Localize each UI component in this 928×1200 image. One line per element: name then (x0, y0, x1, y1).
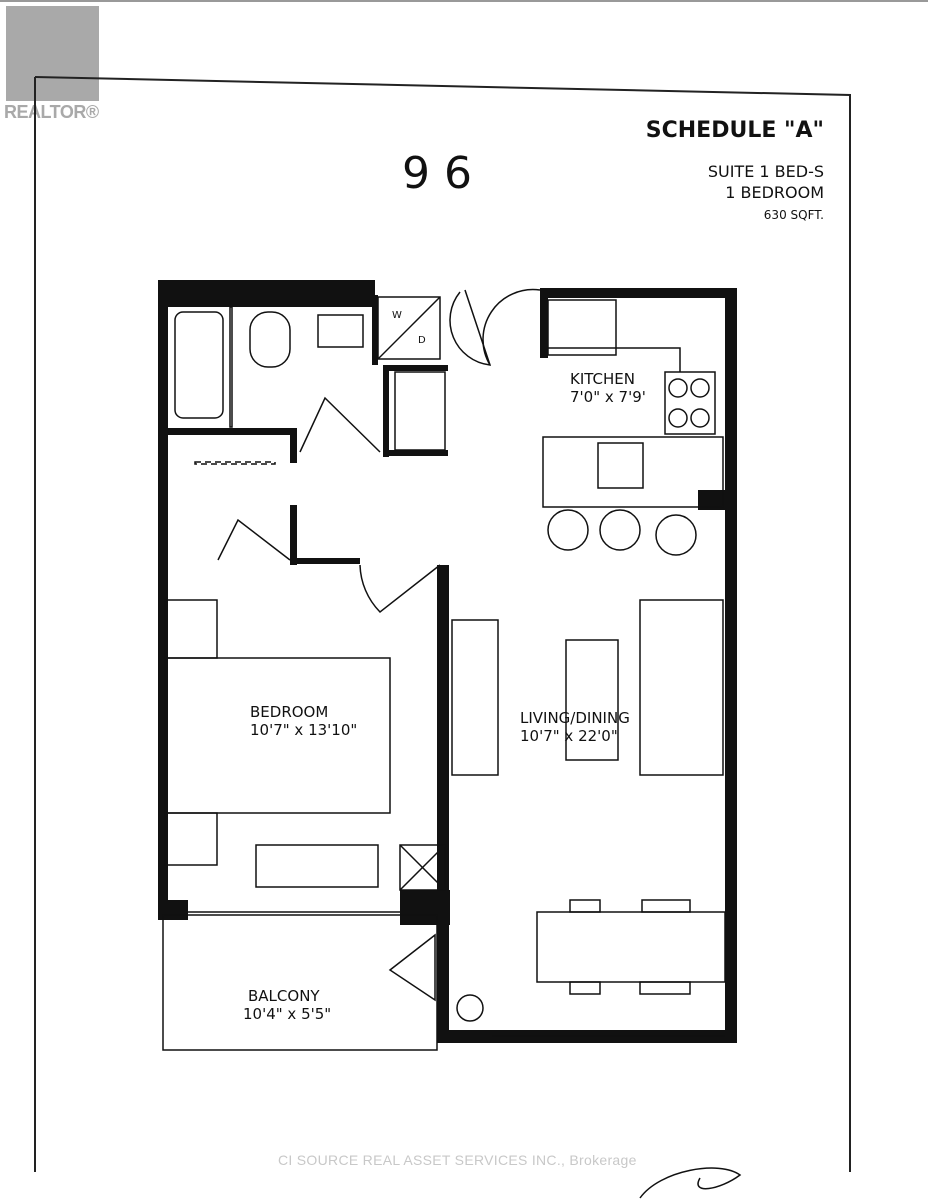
realtor-logo: REALTOR® (0, 0, 108, 128)
washer-dryer (377, 296, 441, 360)
bedroom-count: 1 BEDROOM (725, 183, 824, 202)
washer-label: W (392, 310, 402, 321)
kitchen-sink (597, 442, 644, 489)
balcony-label: BALCONY (248, 987, 320, 1005)
coffee-table (565, 639, 619, 761)
dryer-label: D (418, 335, 426, 346)
balcony-size: 10'4" x 5'5" (243, 1005, 331, 1023)
suite-area: 630 SQFT. (763, 208, 824, 222)
sofa (639, 599, 724, 776)
dresser (255, 844, 379, 888)
dining-table (536, 911, 726, 983)
signature (639, 1167, 742, 1199)
sheet-border (34, 76, 851, 1172)
bedroom-size: 10'7" x 13'10" (250, 721, 357, 739)
fixtures (162, 288, 726, 1051)
sink (317, 314, 364, 348)
plant (456, 994, 484, 1022)
suite-type: SUITE 1 BED-S (707, 162, 824, 181)
realtor-logo-mark (6, 6, 99, 101)
living-label: LIVING/DINING (520, 709, 630, 727)
kitchen-island (542, 436, 724, 508)
bathtub (174, 311, 224, 419)
stove (664, 371, 716, 435)
living-size: 10'7" x 22'0" (520, 727, 618, 745)
toilet (249, 311, 291, 368)
watermark: CI SOURCE REAL ASSET SERVICES INC., Brok… (278, 1152, 637, 1168)
kitchen-size: 7'0" x 7'9' (570, 388, 646, 406)
building-logo: 9 6 (402, 148, 472, 199)
walls (158, 280, 737, 1043)
realtor-logo-text: REALTOR® (4, 102, 99, 122)
kitchen-label: KITCHEN (570, 370, 635, 388)
bed (164, 657, 391, 814)
tv-unit (451, 619, 499, 776)
schedule-title: SCHEDULE "A" (645, 118, 824, 143)
bedroom-label: BEDROOM (250, 703, 328, 721)
balcony (162, 914, 438, 1051)
